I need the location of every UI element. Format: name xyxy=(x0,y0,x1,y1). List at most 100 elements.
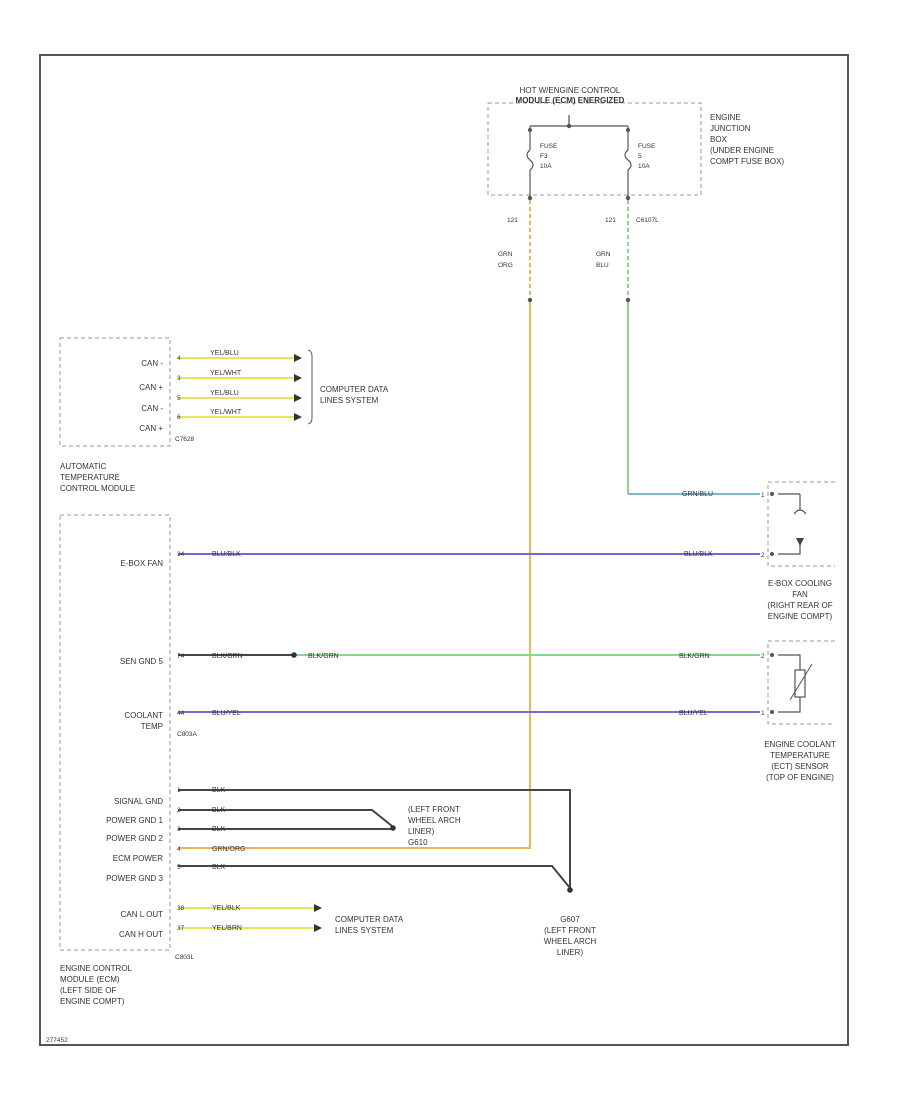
sen-gnd-splice-wire: BLK/GRN xyxy=(308,653,339,660)
ground-g607-line3: WHEEL ARCH xyxy=(544,937,597,946)
fuse-left-line1: FUSE xyxy=(540,143,558,150)
fan-pin-2: 2 xyxy=(761,552,765,559)
ecm-can-h-wire: YEL/BRN xyxy=(212,925,242,932)
ect-label-line3: (ECT) SENSOR xyxy=(771,762,829,771)
atc-wire-1: YEL/BLU xyxy=(210,350,239,357)
ect-label-line2: TEMPERATURE xyxy=(770,751,830,760)
engine-junction-box: HOT W/ENGINE CONTROL MODULE (ECM) ENERGI… xyxy=(487,86,784,269)
ecm-can-l-name: CAN L OUT xyxy=(121,910,163,919)
fan-motor-icon xyxy=(793,509,807,515)
atc-module: CAN - CAN + CAN - CAN + 4 3 5 6 YEL/BLU … xyxy=(59,337,389,493)
ground-g610-line2: WHEEL ARCH xyxy=(408,816,461,825)
ecm-signal-gnd-name: SIGNAL GND xyxy=(114,797,163,806)
wire-label-left-line2: ORG xyxy=(498,262,513,269)
diagram-id: 277452 xyxy=(46,1037,68,1044)
ect-pin-2: 2 xyxy=(761,653,765,660)
ecm-sen-gnd-name: SEN GND 5 xyxy=(120,657,164,666)
fan-label-line4: ENGINE COMPT) xyxy=(768,612,833,621)
ebox-cooling-fan: 1 2 GRN/BLU E-BOX COOLING FAN (RIGHT REA… xyxy=(682,481,835,621)
ect-sensor: 2 1 ENGINE COOLANT TEMPERATURE (ECT) SEN… xyxy=(761,640,836,782)
atc-wire-4: YEL/WHT xyxy=(210,409,242,416)
junction-box-label-line2: JUNCTION xyxy=(710,124,751,133)
ecm-coolant-connector: C803A xyxy=(177,731,198,738)
ground-g607-line1: G607 xyxy=(560,915,580,924)
ecm-connector: C803L xyxy=(175,954,195,961)
engine-control-module: E-BOX FAN 34 BLU/BLK BLU/BLK SEN GND 5 7… xyxy=(59,514,713,1006)
ect-wire-top: BLK/GRN xyxy=(679,653,710,660)
wire-label-right-line1: GRN xyxy=(596,251,611,258)
atc-label-line3: CONTROL MODULE xyxy=(60,484,135,493)
fuse-right-line3: 10A xyxy=(638,163,650,170)
ecm-sen-gnd-pin: 74 xyxy=(177,653,185,660)
atc-pin-name-1: CAN - xyxy=(141,359,163,368)
ecm-gnd-pin-4: 4 xyxy=(177,846,181,853)
ecm-dest-line1: COMPUTER DATA xyxy=(335,915,404,924)
ecm-label-line1: ENGINE CONTROL xyxy=(60,964,133,973)
ground-g610-line4: G610 xyxy=(408,838,428,847)
diagram-frame xyxy=(39,54,849,1046)
ecm-gnd-pin-5: 5 xyxy=(177,864,181,871)
ecm-coolant-name-line2: TEMP xyxy=(141,722,163,731)
ground-g610-line3: LINER) xyxy=(408,827,435,836)
atc-connector: C7628 xyxy=(175,436,195,443)
fan-pin-1: 1 xyxy=(761,492,765,499)
ecm-power-gnd3-name: POWER GND 3 xyxy=(106,874,163,883)
ecm-coolant-name-line1: COOLANT xyxy=(124,711,163,720)
fan-wire-top: GRN/BLU xyxy=(682,491,713,498)
atc-dest-line1: COMPUTER DATA xyxy=(320,385,389,394)
atc-label-line1: AUTOMATIC xyxy=(60,462,107,471)
ecm-ebox-fan-name: E-BOX FAN xyxy=(120,559,163,568)
thermistor-icon xyxy=(794,669,806,698)
wire-label-left-line1: GRN xyxy=(498,251,513,258)
ecm-gnd-pin-3: 3 xyxy=(177,826,181,833)
ecm-label-line2: MODULE (ECM) xyxy=(60,975,120,984)
ecm-ebox-fan-wire: BLU/BLK xyxy=(212,551,241,558)
atc-pin-name-2: CAN + xyxy=(139,383,163,392)
wire-label-right-line2: BLU xyxy=(596,262,609,269)
fan-label-line1: E-BOX COOLING xyxy=(768,579,832,588)
ecm-power-gnd1-name: POWER GND 1 xyxy=(106,816,163,825)
ecm-gnd-wire-1: BLK xyxy=(212,787,226,794)
ecm-power-name: ECM POWER xyxy=(113,854,163,863)
atc-pin-name-4: CAN + xyxy=(139,424,163,433)
ect-label-line1: ENGINE COOLANT xyxy=(764,740,836,749)
fan-motor-arrow-icon xyxy=(796,538,804,546)
atc-pin-1: 4 xyxy=(177,355,181,362)
ect-pin-1: 1 xyxy=(761,710,765,717)
fan-wire-right: BLU/BLK xyxy=(684,551,713,558)
ecm-sen-gnd-wire: BLK/GRN xyxy=(212,653,243,660)
wire-runs xyxy=(178,200,760,893)
fuse-left-line2: F3 xyxy=(540,153,548,160)
fan-label-line2: FAN xyxy=(792,590,808,599)
ecm-can-h-name: CAN H OUT xyxy=(119,930,163,939)
junction-box-label-line4: (UNDER ENGINE xyxy=(710,146,774,155)
fuse-right-line1: FUSE xyxy=(638,143,656,150)
ecm-label-line3: (LEFT SIDE OF xyxy=(60,986,116,995)
atc-wire-2: YEL/WHT xyxy=(210,370,242,377)
ecm-gnd-wire-4: GRN/ORG xyxy=(212,846,245,853)
fuse-left-line3: 10A xyxy=(540,163,552,170)
fuse-box-header-line1: HOT W/ENGINE CONTROL xyxy=(520,86,621,95)
atc-pin-3: 5 xyxy=(177,395,181,402)
ecm-can-l-wire: YEL/BLK xyxy=(212,905,241,912)
ecm-gnd-wire-2: BLK xyxy=(212,807,226,814)
ecm-dest-line2: LINES SYSTEM xyxy=(335,926,394,935)
fuse-box-pin-right: 121 xyxy=(605,217,616,224)
fuse-box-pin-left: 121 xyxy=(507,217,518,224)
atc-wire-3: YEL/BLU xyxy=(210,390,239,397)
ground-g607-line2: (LEFT FRONT xyxy=(544,926,596,935)
ect-wire-bottom: BLU/YEL xyxy=(679,710,708,717)
ground-g610-line1: (LEFT FRONT xyxy=(408,805,460,814)
ecm-ebox-fan-pin: 34 xyxy=(177,551,185,558)
ecm-gnd-pin-2: 2 xyxy=(177,807,181,814)
atc-pin-name-3: CAN - xyxy=(141,404,163,413)
fuse-right-line2: 5 xyxy=(638,153,642,160)
ecm-can-h-pin: 37 xyxy=(177,925,185,932)
ecm-power-gnd2-name: POWER GND 2 xyxy=(106,834,163,843)
ecm-gnd-wire-3: BLK xyxy=(212,826,226,833)
junction-box-label-line3: BOX xyxy=(710,135,728,144)
atc-pin-2: 3 xyxy=(177,375,181,382)
ect-label-line4: (TOP OF ENGINE) xyxy=(766,773,834,782)
junction-box-label-line1: ENGINE xyxy=(710,113,741,122)
